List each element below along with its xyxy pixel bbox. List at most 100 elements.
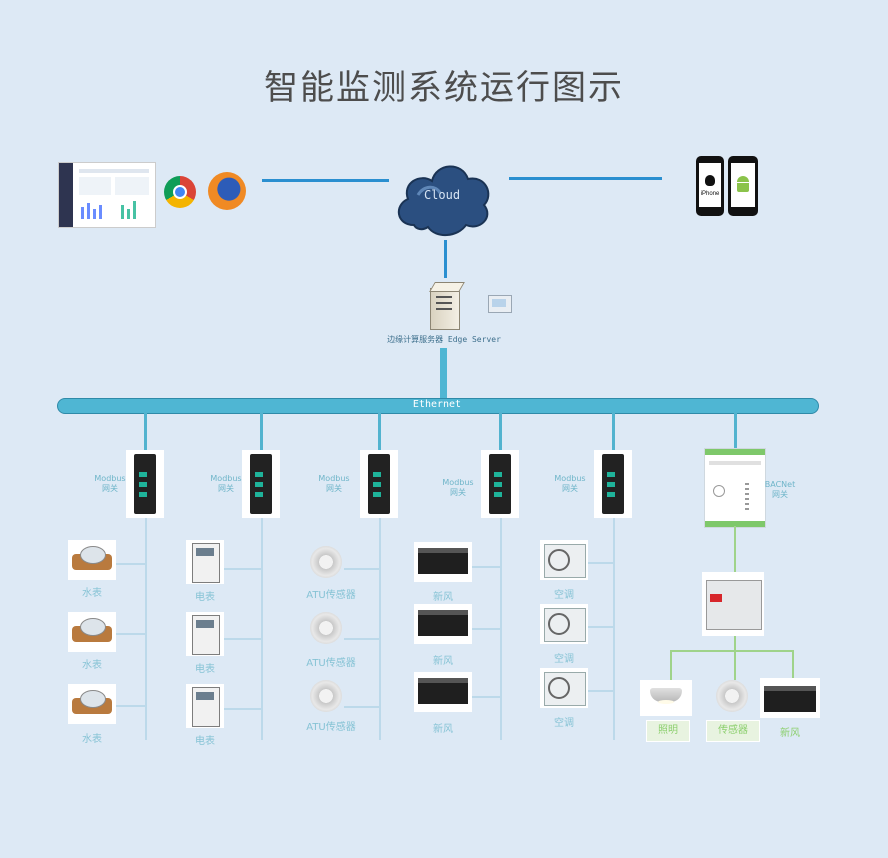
- electric-meter-icon: [186, 612, 224, 656]
- device-branch: [224, 568, 261, 570]
- water-meter-icon: [68, 540, 116, 580]
- bacnet-device-label: 新风: [780, 728, 800, 739]
- bacnet-device-label: 传感器: [706, 720, 760, 742]
- bus-drop: [612, 412, 615, 452]
- link-cloud-phones: [509, 177, 662, 180]
- device-label: 电表: [195, 592, 215, 603]
- device-label: 新风: [433, 724, 453, 735]
- device-label: 新风: [433, 656, 453, 667]
- bacnet-gateway: [704, 448, 766, 528]
- device-label: ATU传感器: [306, 658, 356, 669]
- bus-drop: [144, 412, 147, 452]
- device-branch: [344, 568, 379, 570]
- bus-drop: [499, 412, 502, 452]
- electric-meter-icon: [186, 684, 224, 728]
- link-cloud-server: [444, 240, 447, 278]
- ethernet-label: Ethernet: [412, 399, 462, 410]
- device-label: 电表: [195, 664, 215, 675]
- device-label: 空调: [554, 718, 574, 729]
- iphone-label: iPhone: [700, 191, 720, 197]
- link-browser-cloud: [262, 179, 389, 182]
- device-branch: [472, 566, 500, 568]
- link-server-bus: [440, 348, 447, 398]
- cloud-icon: [398, 165, 490, 236]
- bacnet-link: [734, 636, 736, 650]
- device-label: 空调: [554, 654, 574, 665]
- device-branch: [344, 706, 379, 708]
- bacnet-link: [734, 526, 736, 572]
- gateway-type: 网关: [102, 484, 118, 493]
- fresh-air-unit-icon: [414, 542, 472, 582]
- gateway-type: 网关: [218, 484, 234, 493]
- bacnet-controller-icon: [702, 572, 764, 636]
- gateway-type: 网关: [772, 490, 788, 499]
- fresh-air-unit-icon: [414, 604, 472, 644]
- device-branch: [588, 562, 613, 564]
- gateway-protocol: Modbus: [554, 474, 586, 483]
- lighting-icon: [640, 680, 692, 716]
- gateway-protocol: Modbus: [210, 474, 242, 483]
- gateway-protocol: Modbus: [94, 474, 126, 483]
- device-branch: [116, 705, 145, 707]
- device-branch: [224, 708, 261, 710]
- air-conditioner-icon: [540, 668, 588, 708]
- device-trunk: [500, 518, 502, 740]
- gateway-protocol: Modbus: [318, 474, 350, 483]
- bacnet-device-label: 照明: [646, 720, 690, 742]
- device-branch: [116, 563, 145, 565]
- water-meter-icon: [68, 612, 116, 652]
- device-branch: [344, 638, 379, 640]
- android-phone-icon: [728, 156, 758, 216]
- bacnet-link: [734, 650, 736, 680]
- device-trunk: [613, 518, 615, 740]
- atu-sensor-icon: [310, 612, 342, 644]
- edge-server-label: 边缘计算服务器 Edge Server: [387, 335, 501, 344]
- sensor-icon: [716, 680, 748, 712]
- air-conditioner-icon: [540, 604, 588, 644]
- bus-drop: [378, 412, 381, 452]
- device-label: 空调: [554, 590, 574, 601]
- modbus-gateway: [594, 450, 632, 518]
- monitor-icon: [488, 295, 512, 313]
- device-branch: [588, 626, 613, 628]
- water-meter-icon: [68, 684, 116, 724]
- chrome-icon: [164, 176, 196, 208]
- atu-sensor-icon: [310, 546, 342, 578]
- dashboard-thumbnail: [58, 162, 156, 228]
- bacnet-link: [670, 650, 794, 652]
- device-branch: [472, 628, 500, 630]
- device-label: 水表: [82, 734, 102, 745]
- bus-drop: [734, 412, 737, 450]
- device-branch: [224, 638, 261, 640]
- modbus-gateway: [242, 450, 280, 518]
- diagram-title: 智能监测系统运行图示: [264, 68, 624, 108]
- device-trunk: [145, 518, 147, 740]
- device-label: 水表: [82, 588, 102, 599]
- device-label: 电表: [195, 736, 215, 747]
- device-label: 水表: [82, 660, 102, 671]
- gateway-type: 网关: [562, 484, 578, 493]
- gateway-protocol: BACNet: [764, 480, 796, 489]
- ethernet-bus: [57, 398, 819, 414]
- fresh-air-unit-icon: [414, 672, 472, 712]
- device-trunk: [379, 518, 381, 740]
- cloud-label: Cloud: [423, 188, 461, 202]
- electric-meter-icon: [186, 540, 224, 584]
- bacnet-link: [670, 650, 672, 680]
- edge-server-icon: [426, 282, 465, 330]
- gateway-type: 网关: [326, 484, 342, 493]
- firefox-icon: [208, 172, 246, 210]
- bus-drop: [260, 412, 263, 452]
- device-label: ATU传感器: [306, 590, 356, 601]
- device-trunk: [261, 518, 263, 740]
- bacnet-link: [792, 650, 794, 680]
- modbus-gateway: [481, 450, 519, 518]
- atu-sensor-icon: [310, 680, 342, 712]
- device-label: ATU传感器: [306, 722, 356, 733]
- device-branch: [472, 696, 500, 698]
